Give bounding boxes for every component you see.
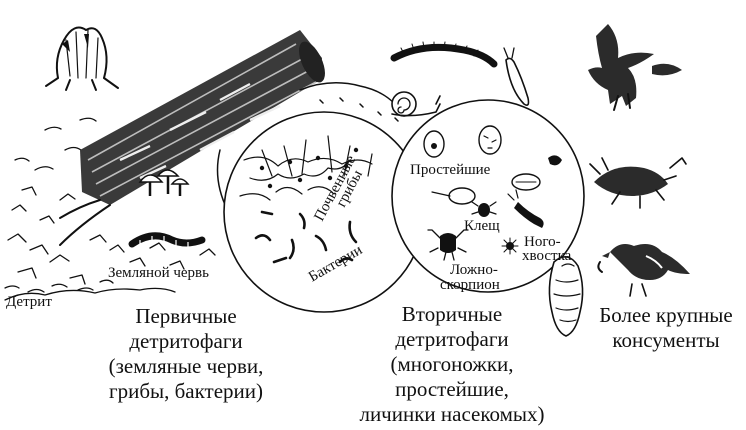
label-protozoa: Простейшие bbox=[410, 162, 491, 178]
beetle bbox=[590, 158, 686, 208]
caption-secondary-line: простейшие, bbox=[395, 377, 509, 401]
caption-larger-consumers: Более крупные консументы bbox=[599, 303, 733, 352]
earthworm-drawing bbox=[132, 236, 202, 248]
label-mite: Клещ bbox=[464, 218, 500, 234]
bird-of-prey bbox=[582, 24, 682, 110]
caption-secondary-detritivores: Вторичные детритофаги (многоножки, прост… bbox=[359, 302, 544, 426]
caption-secondary-line: личинки насекомых) bbox=[359, 402, 544, 426]
caption-secondary-line: Вторичные bbox=[402, 302, 502, 326]
caption-larger-line: консументы bbox=[612, 328, 719, 352]
millipede bbox=[394, 42, 494, 64]
snail bbox=[392, 92, 440, 116]
label-pseudoscorpion-line2: скорпион bbox=[440, 277, 500, 293]
insect-pupa bbox=[549, 257, 582, 336]
caption-primary-detritivores: Первичные детритофаги (земляные черви, г… bbox=[109, 304, 264, 403]
caption-larger-line: Более крупные bbox=[599, 303, 733, 327]
small-spiky-organism bbox=[502, 238, 518, 254]
caption-primary-line: Первичные bbox=[135, 304, 236, 328]
caption-primary-line: детритофаги bbox=[129, 329, 242, 353]
small-bird bbox=[598, 244, 690, 296]
label-pseudoscorpion-line1: Ложно- bbox=[450, 262, 498, 278]
label-springtail-line2: хвостка bbox=[522, 248, 572, 264]
caption-secondary-line: (многоножки, bbox=[390, 352, 513, 376]
tree-stump bbox=[46, 28, 118, 90]
label-detrit: Детрит bbox=[6, 294, 52, 310]
slug bbox=[504, 48, 529, 105]
caption-secondary-line: детритофаги bbox=[395, 327, 508, 351]
caption-primary-line: (земляные черви, bbox=[109, 354, 264, 378]
caption-primary-line: грибы, бактерии) bbox=[109, 379, 263, 403]
label-earthworm: Земляной червь bbox=[108, 265, 209, 281]
